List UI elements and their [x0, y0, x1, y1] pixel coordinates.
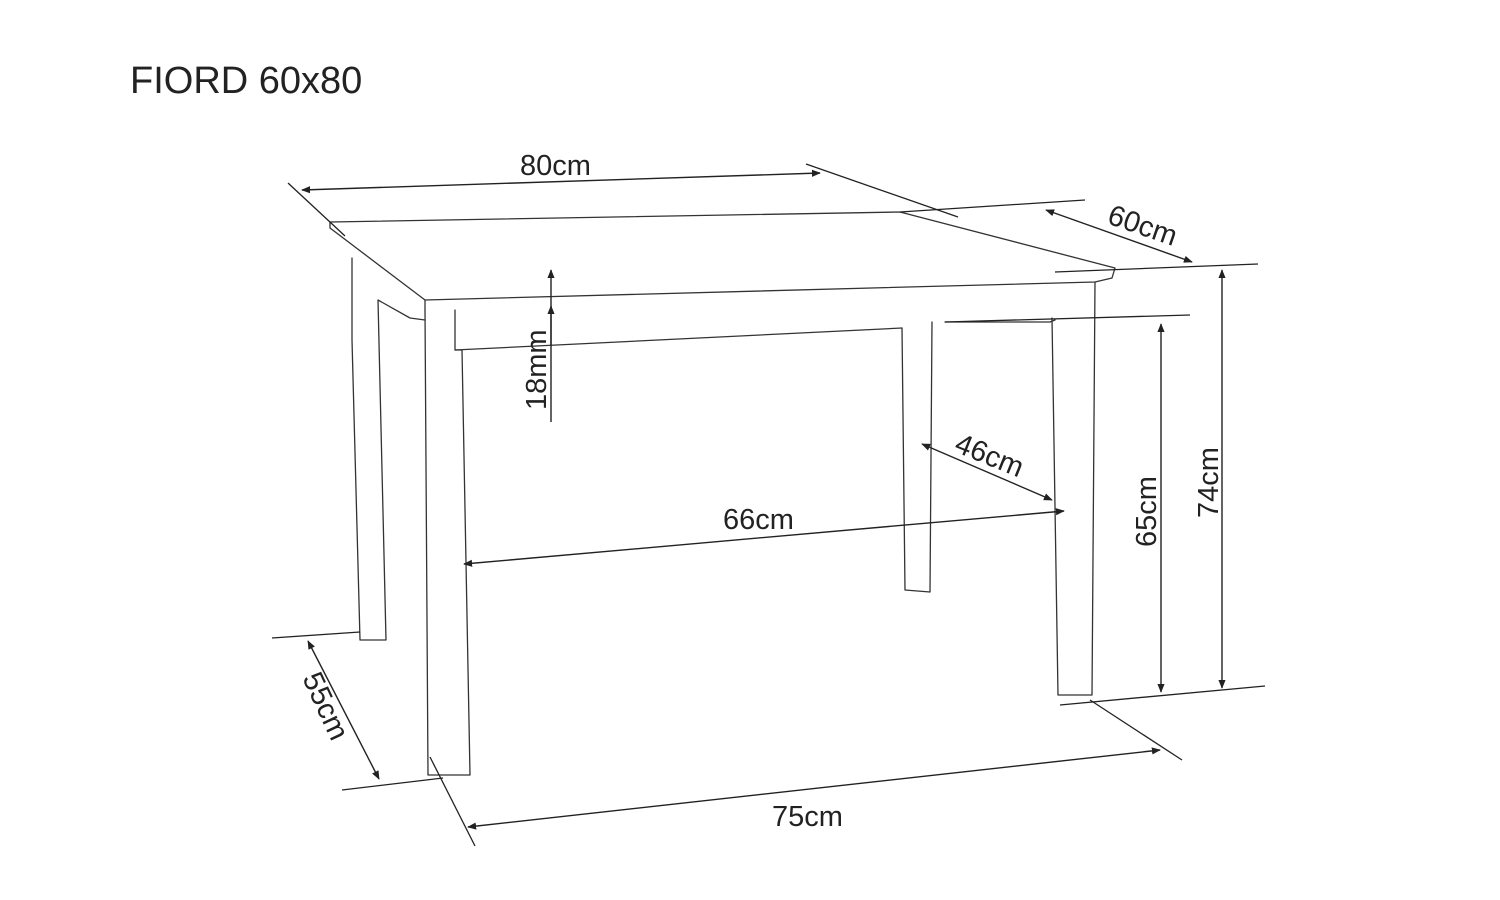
arrow-leg-width: [467, 747, 1161, 830]
arrow-inner-depth: [921, 443, 1053, 501]
arrow-inner-width: [463, 508, 1065, 567]
label-clearance-height: 65cm: [1131, 476, 1163, 547]
label-total-height: 74cm: [1193, 447, 1225, 518]
leg-front-left: [424, 309, 471, 776]
label-top-thickness: 18mm: [521, 329, 553, 410]
diagram-title: FIORD 60x80: [130, 60, 363, 102]
label-inner-depth: 46cm: [950, 428, 1028, 484]
arrow-top-depth: [1045, 209, 1193, 263]
extension-lines: [271, 163, 1266, 847]
table-outline: [329, 211, 1116, 776]
leg-back-left: [351, 257, 426, 641]
label-inner-width: 66cm: [723, 504, 794, 536]
label-top-width: 80cm: [520, 150, 591, 182]
dimension-arrows: [301, 169, 1226, 830]
arrow-top-width: [301, 169, 821, 194]
leg-back-right: [901, 321, 933, 593]
label-leg-width: 75cm: [772, 801, 843, 833]
tabletop: [329, 211, 1116, 301]
arrow-leg-depth: [307, 640, 380, 780]
leg-front-right: [1051, 281, 1096, 696]
dimension-labels: 80cm 60cm 18mm 46cm 66cm 65cm 74cm 55cm …: [296, 150, 1225, 833]
label-leg-depth: 55cm: [296, 667, 355, 745]
